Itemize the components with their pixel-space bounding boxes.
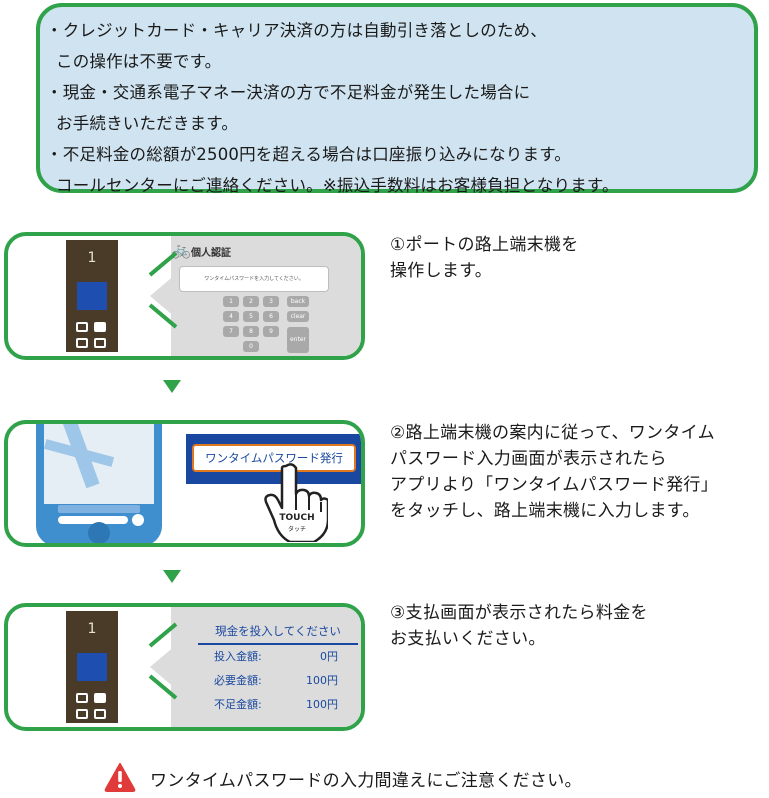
touch-sub-label: タッチ bbox=[287, 526, 306, 533]
key-clear: clear bbox=[287, 311, 309, 322]
password-input: ワンタイムパスワードを入力してください。 bbox=[179, 266, 329, 292]
hand-pointer-icon: TOUCH タッチ bbox=[264, 462, 330, 543]
terminal-machine: 1 bbox=[66, 240, 118, 352]
notice-line: ・クレジットカード・キャリア決済の方は自動引き落としのため、 bbox=[46, 21, 547, 40]
payment-row-label: 投入金額: bbox=[214, 650, 262, 663]
app-screen: ワンタイムパスワード発行 bbox=[186, 434, 361, 484]
step3-description-line: お支払いください。 bbox=[390, 629, 546, 649]
key-8: 8 bbox=[243, 326, 259, 337]
payment-row-label: 必要金額: bbox=[214, 674, 262, 687]
payment-row: 必要金額: 100円 bbox=[198, 669, 358, 693]
payment-row: 投入金額: 0円 bbox=[198, 645, 358, 669]
auth-screen: 🚲 個人認証 ワンタイムパスワードを入力してください。 1 2 3 back 4… bbox=[171, 236, 361, 356]
notice-line: お手続きいただきます。 bbox=[56, 114, 239, 133]
key-3: 3 bbox=[263, 296, 279, 307]
notice-line: ・現金・交通系電子マネー決済の方で不足料金が発生した場合に bbox=[46, 83, 531, 102]
machine-number: 1 bbox=[87, 621, 97, 637]
notice-line: この操作は不要です。 bbox=[56, 52, 222, 71]
step2-description-line: アプリより「ワンタイムパスワード発行」 bbox=[390, 475, 719, 495]
app-action-icon bbox=[132, 514, 144, 526]
smartphone bbox=[36, 424, 162, 543]
app-info-bar bbox=[58, 505, 140, 513]
key-5: 5 bbox=[243, 311, 259, 322]
machine-screen bbox=[77, 653, 107, 681]
step2-description-line: ②路上端末機の案内に従って、ワンタイム bbox=[390, 423, 715, 443]
step1-description: ①ポートの路上端末機を 操作します。 bbox=[390, 232, 579, 284]
step3-description: ③支払画面が表示されたら料金を お支払いください。 bbox=[390, 600, 648, 652]
step2-illustration: ワンタイムパスワード発行 TOUCH タッチ bbox=[4, 420, 365, 547]
key-9: 9 bbox=[263, 326, 279, 337]
payment-row-value: 0円 bbox=[320, 650, 338, 663]
key-back: back bbox=[287, 296, 309, 307]
payment-row: 不足金額: 100円 bbox=[198, 693, 358, 717]
down-arrow-icon bbox=[163, 380, 181, 393]
step3-illustration: 1 現金を投入してください 投入金額: 0円 必要金額: 100円 不足金額: … bbox=[4, 603, 365, 731]
auth-screen-title: 個人認証 bbox=[191, 248, 231, 259]
warning-icon bbox=[104, 762, 136, 792]
notice-line: コールセンターにご連絡ください。※振込手数料はお客様負担となります。 bbox=[56, 176, 619, 195]
payment-row-value: 100円 bbox=[306, 674, 338, 687]
down-arrow-icon bbox=[163, 570, 181, 583]
machine-screen bbox=[77, 282, 107, 310]
payment-row-value: 100円 bbox=[306, 698, 338, 711]
phone-home-button bbox=[88, 522, 110, 543]
machine-number: 1 bbox=[87, 250, 97, 266]
step3-description-line: ③支払画面が表示されたら料金を bbox=[390, 603, 648, 623]
machine-button bbox=[76, 338, 88, 348]
key-6: 6 bbox=[263, 311, 279, 322]
warning-text: ワンタイムパスワードの入力間違えにご注意ください。 bbox=[150, 771, 582, 791]
notice-line: ・不足料金の総額が2500円を超える場合は口座振り込みになります。 bbox=[46, 145, 571, 164]
key-2: 2 bbox=[243, 296, 259, 307]
payment-screen-title: 現金を投入してください bbox=[198, 623, 358, 645]
key-4: 4 bbox=[223, 311, 239, 322]
step1-description-line: ①ポートの路上端末機を bbox=[390, 235, 579, 255]
machine-button bbox=[76, 322, 88, 332]
app-password-button bbox=[58, 516, 128, 524]
step2-description-line: をタッチし、路上端末機に入力します。 bbox=[390, 501, 700, 521]
terminal-machine: 1 bbox=[66, 611, 118, 723]
payment-row-label: 不足金額: bbox=[214, 698, 262, 711]
step1-description-line: 操作します。 bbox=[390, 261, 493, 281]
map-view bbox=[43, 424, 154, 504]
step2-description: ②路上端末機の案内に従って、ワンタイム パスワード入力画面が表示されたら アプリ… bbox=[390, 420, 718, 524]
touch-label: TOUCH bbox=[279, 513, 315, 523]
payment-screen bbox=[171, 607, 361, 727]
payment-details: 現金を投入してください 投入金額: 0円 必要金額: 100円 不足金額: 10… bbox=[198, 623, 358, 717]
machine-button bbox=[76, 709, 88, 719]
issue-password-button: ワンタイムパスワード発行 bbox=[192, 444, 356, 472]
step1-illustration: 1 🚲 個人認証 ワンタイムパスワードを入力してください。 1 2 3 back… bbox=[4, 232, 365, 360]
step2-description-line: パスワード入力画面が表示されたら bbox=[390, 449, 667, 469]
notice-box: ・クレジットカード・キャリア決済の方は自動引き落としのため、 この操作は不要です… bbox=[36, 3, 758, 195]
machine-button bbox=[94, 338, 106, 348]
machine-button bbox=[94, 693, 106, 703]
machine-button bbox=[94, 322, 106, 332]
key-1: 1 bbox=[223, 296, 239, 307]
machine-button bbox=[76, 693, 88, 703]
key-7: 7 bbox=[223, 326, 239, 337]
key-enter: enter bbox=[287, 327, 309, 353]
key-0: 0 bbox=[243, 341, 259, 352]
machine-button bbox=[94, 709, 106, 719]
